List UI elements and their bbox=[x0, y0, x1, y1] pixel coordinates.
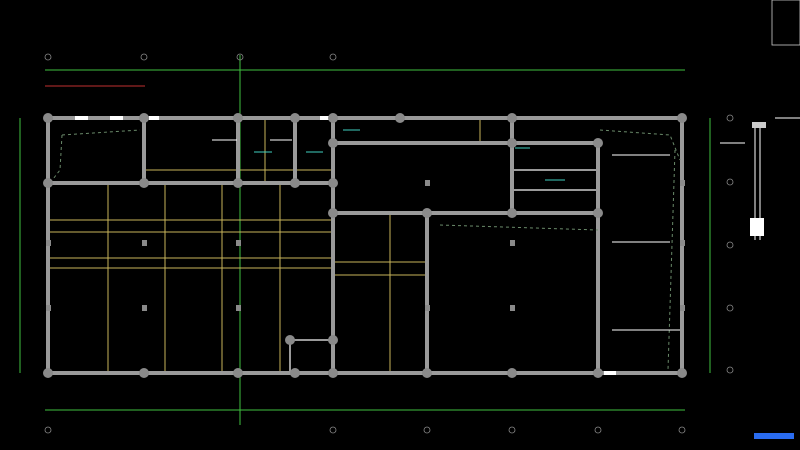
structural-columns bbox=[43, 113, 687, 378]
title-block bbox=[754, 429, 794, 442]
windows bbox=[75, 116, 616, 375]
dashed-outlines bbox=[49, 129, 681, 371]
dimension-lines bbox=[19, 55, 711, 425]
wall-section-detail bbox=[750, 0, 800, 240]
axis-markers bbox=[44, 53, 734, 434]
ceiling-grid-lines bbox=[48, 118, 481, 373]
annotation-leaders bbox=[212, 129, 745, 331]
title-block-swatch bbox=[754, 433, 794, 439]
